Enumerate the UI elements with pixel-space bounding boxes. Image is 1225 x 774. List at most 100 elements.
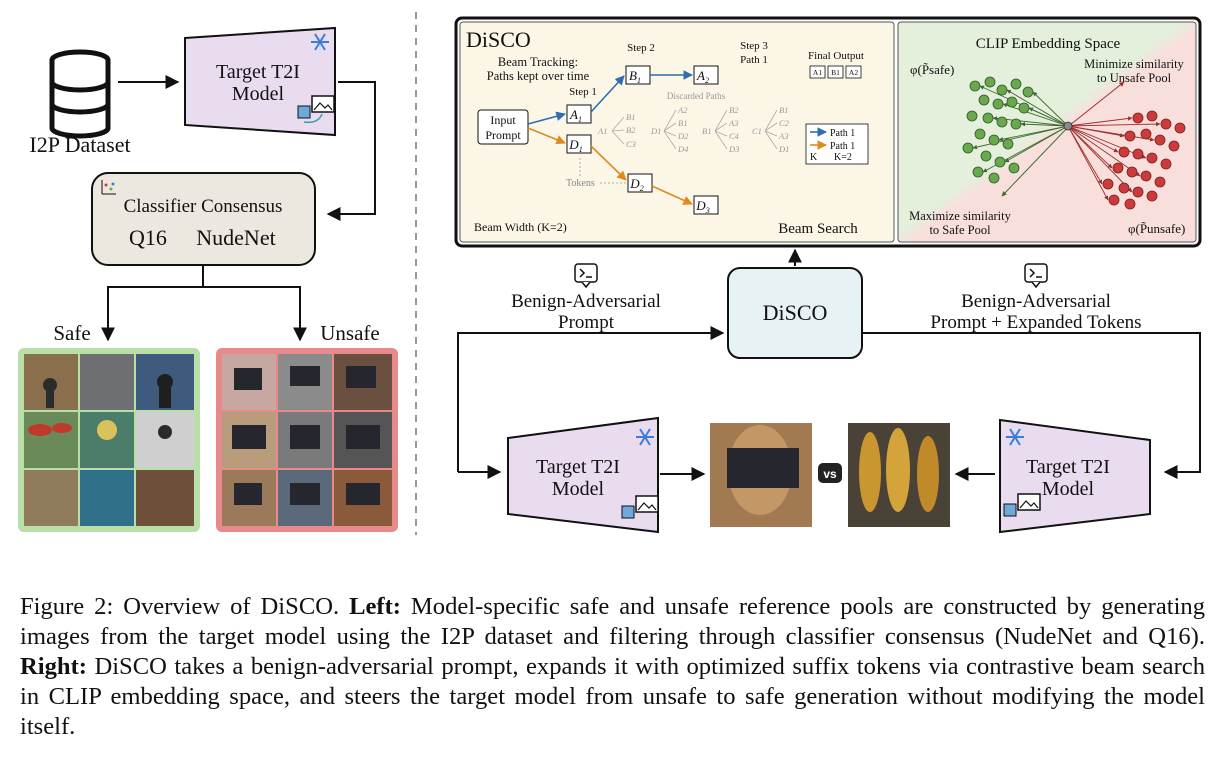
unsafe-push-arrow	[1067, 125, 1141, 177]
unsafe-push-arrow	[1067, 125, 1109, 201]
svg-text:Prompt + Expanded Tokens: Prompt + Expanded Tokens	[930, 312, 1141, 333]
safe-pull-arrow	[1032, 91, 1069, 127]
beam-search-panel: DiSCO Beam Tracking: Paths kept over tim…	[459, 21, 895, 243]
svg-text:B2: B2	[729, 105, 739, 115]
svg-text:CLIP Embedding Space: CLIP Embedding Space	[976, 36, 1121, 52]
unsafe-embedding-dot	[1146, 110, 1158, 122]
svg-text:C3: C3	[626, 139, 636, 149]
svg-text:B1: B1	[678, 118, 687, 128]
safe-label: Safe	[53, 321, 90, 345]
target-model-bottom-right: Target T2I Model	[999, 418, 1151, 534]
svg-text:Q16: Q16	[129, 225, 167, 250]
svg-text:D1: D1	[778, 144, 789, 154]
unsafe-embedding-dot	[1174, 122, 1186, 134]
svg-text:B1: B1	[831, 68, 840, 77]
svg-text:Model: Model	[1042, 478, 1095, 500]
unsafe-embedding-dot	[1124, 130, 1136, 142]
caption-figure-number: Figure 2: Overview of DiSCO.	[20, 593, 350, 620]
svg-text:A2: A2	[677, 105, 688, 115]
svg-text:Target T2I: Target T2I	[216, 61, 300, 83]
svg-text:B1: B1	[779, 105, 788, 115]
svg-text:B1: B1	[629, 68, 641, 85]
safe-embedding-dot	[1018, 102, 1030, 114]
text-to-image-icon	[621, 495, 659, 519]
svg-text:C4: C4	[729, 131, 740, 141]
svg-text:A3: A3	[728, 118, 738, 128]
svg-text:Model: Model	[232, 83, 285, 105]
terminal-icon	[574, 263, 598, 289]
unsafe-embedding-dot	[1132, 148, 1144, 160]
classifier-consensus-box: Classifier Consensus Q16 NudeNet	[91, 172, 316, 266]
unsafe-embedding-dot	[1132, 186, 1144, 198]
svg-text:K=2: K=2	[834, 152, 852, 163]
unsafe-pool-grid	[216, 348, 398, 532]
svg-text:Benign-Adversarial: Benign-Adversarial	[511, 291, 661, 312]
unsafe-embedding-dot	[1160, 158, 1172, 170]
safe-embedding-dot	[992, 98, 1004, 110]
dataset-label: I2P Dataset	[29, 132, 130, 157]
unsafe-embedding-dot	[1118, 146, 1130, 158]
svg-text:Beam Width (K=2): Beam Width (K=2)	[474, 220, 567, 234]
safe-embedding-dot	[966, 110, 978, 122]
unsafe-push-arrow	[1067, 125, 1133, 193]
safe-embedding-dot	[996, 84, 1008, 96]
svg-text:NudeNet: NudeNet	[196, 225, 275, 250]
svg-text:Step 3: Step 3	[740, 40, 768, 52]
caption-left-text: Model-specific safe and unsafe reference…	[20, 593, 1206, 650]
svg-text:Target T2I: Target T2I	[1026, 456, 1110, 478]
svg-text:Maximize similarity: Maximize similarity	[909, 209, 1011, 223]
svg-text:Input: Input	[490, 113, 516, 127]
svg-text:Beam Search: Beam Search	[778, 221, 858, 237]
unsafe-embedding-dot	[1112, 162, 1124, 174]
safe-embedding-dot	[988, 134, 1000, 146]
safe-embedding-dot	[994, 156, 1006, 168]
svg-text:Discarded Paths: Discarded Paths	[667, 91, 726, 101]
chart-icon	[101, 180, 116, 195]
svg-text:A1: A1	[569, 107, 582, 124]
svg-text:A2: A2	[849, 68, 858, 77]
unsafe-embedding-dot	[1140, 170, 1152, 182]
unsafe-embedding-dot	[1126, 166, 1138, 178]
unsafe-embedding-dot	[1168, 140, 1180, 152]
unsafe-embedding-dot	[1154, 134, 1166, 146]
database-icon	[49, 49, 111, 139]
svg-text:D3: D3	[695, 198, 709, 215]
svg-text:D2: D2	[629, 176, 643, 193]
svg-text:Model: Model	[552, 478, 605, 500]
safe-pull-arrow	[1028, 107, 1069, 127]
clip-dots	[962, 76, 1186, 210]
svg-text:Step 2: Step 2	[627, 42, 655, 54]
safe-pull-arrow	[972, 125, 1069, 150]
caption-left-bold: Left:	[349, 593, 401, 620]
vs-badge: vs	[818, 463, 842, 483]
svg-text:Path 1: Path 1	[830, 128, 855, 139]
svg-text:Path 1: Path 1	[740, 54, 768, 66]
safe-embedding-dot	[1010, 78, 1022, 90]
safe-pull-arrow	[1020, 121, 1069, 127]
unsafe-embedding-dot	[1146, 190, 1158, 202]
svg-text:Tokens: Tokens	[566, 178, 595, 189]
svg-text:D3: D3	[728, 144, 739, 154]
terminal-icon	[1024, 263, 1048, 289]
svg-text:B1: B1	[626, 112, 635, 122]
unsafe-embedding-dot	[1146, 152, 1158, 164]
svg-text:vs: vs	[823, 467, 837, 481]
unsafe-embedding-dot	[1140, 128, 1152, 140]
safe-embedding-dot	[1008, 162, 1020, 174]
svg-text:Final Output: Final Output	[808, 50, 864, 62]
svg-text:D2: D2	[677, 131, 689, 141]
svg-text:B2: B2	[626, 125, 636, 135]
unsafe-embedding-dot	[1124, 198, 1136, 210]
svg-text:B1: B1	[702, 126, 711, 136]
svg-text:to Safe Pool: to Safe Pool	[929, 223, 991, 237]
svg-text:Minimize similarity: Minimize similarity	[1084, 57, 1184, 71]
safe-embedding-dot	[1006, 96, 1018, 108]
text-to-image-icon	[1003, 493, 1041, 517]
svg-text:C2: C2	[779, 118, 790, 128]
disco-box: DiSCO	[727, 267, 863, 359]
safe-embedding-dot	[980, 150, 992, 162]
unsafe-output-image	[710, 423, 812, 527]
safe-embedding-dot	[969, 80, 981, 92]
final-output-tokens: A1 B1 A2	[809, 65, 862, 79]
safe-pool-grid	[18, 348, 200, 532]
